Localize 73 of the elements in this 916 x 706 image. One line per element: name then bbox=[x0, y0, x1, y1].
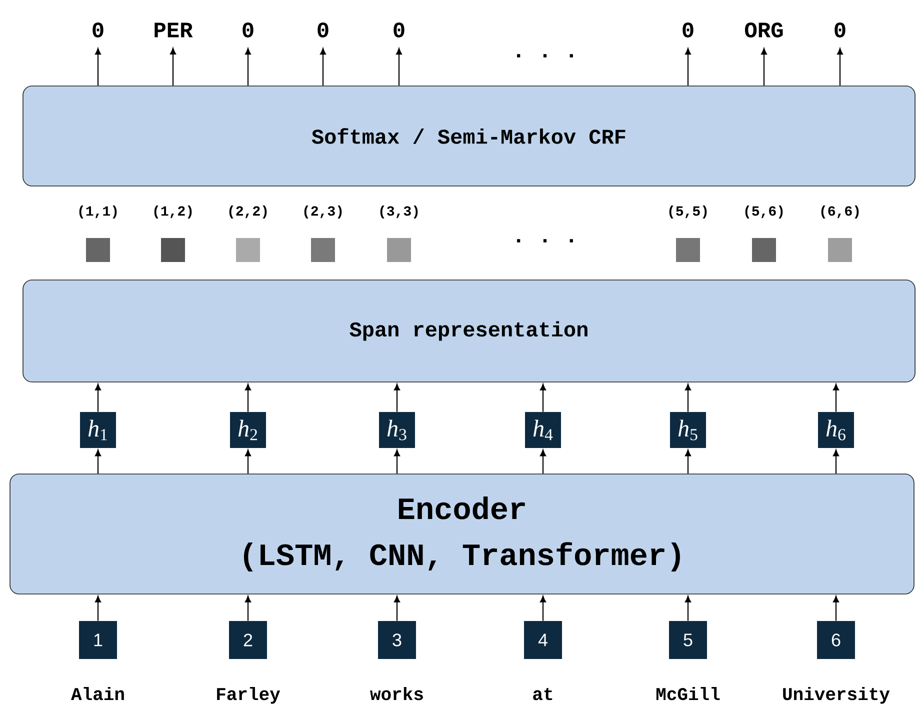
hidden-state-box: h$_{1}$ bbox=[80, 412, 116, 448]
arrow bbox=[685, 596, 692, 621]
span-square bbox=[676, 238, 700, 262]
span-square bbox=[161, 238, 185, 262]
encoder-box: Encoder (LSTM, CNN, Transformer) bbox=[10, 474, 914, 594]
ellipsis: · · · bbox=[517, 239, 573, 242]
span-square bbox=[86, 238, 110, 262]
token-box: 6 bbox=[817, 621, 855, 659]
arrow bbox=[833, 384, 840, 412]
arrow bbox=[540, 596, 546, 621]
arrow bbox=[95, 48, 102, 86]
word-label: Alain bbox=[71, 686, 124, 700]
output-tag: ORG bbox=[744, 22, 783, 38]
arrow bbox=[394, 384, 400, 412]
arrow bbox=[685, 48, 692, 86]
arrow bbox=[396, 48, 402, 86]
arrow bbox=[394, 450, 400, 474]
arrow bbox=[837, 48, 844, 86]
hidden-state-box: h$_{3}$ bbox=[379, 412, 415, 448]
token-box: 3 bbox=[378, 621, 416, 659]
span-square bbox=[311, 238, 335, 262]
span-label: (6,6) bbox=[821, 205, 859, 219]
hidden-state-box: h$_{5}$ bbox=[670, 412, 706, 448]
arrow bbox=[95, 450, 102, 474]
layer-box: Span representation bbox=[22, 280, 916, 382]
arrow bbox=[170, 48, 176, 86]
arrow bbox=[95, 596, 102, 621]
output-tag: 0 bbox=[318, 22, 328, 38]
output-tag: 0 bbox=[394, 22, 404, 38]
span-label: (5,5) bbox=[669, 205, 707, 219]
span-label: (2,3) bbox=[304, 205, 342, 219]
arrow bbox=[245, 596, 252, 621]
output-tag: 0 bbox=[682, 22, 694, 38]
arrow bbox=[540, 450, 546, 474]
span-label: (2,2) bbox=[229, 205, 267, 219]
span-label: (5,6) bbox=[745, 205, 783, 219]
output-tag: 0 bbox=[242, 22, 254, 38]
token-box: 5 bbox=[669, 621, 707, 659]
arrow bbox=[833, 596, 840, 621]
token-box: 4 bbox=[524, 621, 562, 659]
word-label: works bbox=[370, 686, 423, 700]
span-square bbox=[236, 238, 260, 262]
span-square bbox=[387, 238, 411, 262]
word-label: McGill bbox=[656, 686, 720, 700]
hidden-state-box: h$_{4}$ bbox=[525, 412, 561, 448]
token-box: 1 bbox=[79, 621, 117, 659]
span-label: (3,3) bbox=[380, 205, 418, 219]
word-label: Farley bbox=[217, 686, 280, 704]
hidden-state-box: h$_{2}$ bbox=[230, 412, 266, 448]
arrow bbox=[320, 48, 326, 86]
hidden-state-box: h$_{6}$ bbox=[818, 412, 854, 448]
output-tag: 0 bbox=[834, 22, 846, 38]
arrow bbox=[685, 384, 692, 412]
word-label: University bbox=[783, 686, 890, 704]
arrow bbox=[540, 384, 546, 412]
span-label: (1,2) bbox=[154, 205, 192, 219]
ellipsis: · · · bbox=[517, 54, 573, 58]
span-square bbox=[752, 238, 776, 262]
arrow bbox=[95, 384, 102, 412]
arrow bbox=[245, 384, 252, 412]
span-label: (1,1) bbox=[79, 205, 117, 219]
arrow bbox=[394, 596, 400, 621]
output-tag: 0 bbox=[92, 22, 104, 38]
token-box: 2 bbox=[229, 621, 267, 659]
arrow bbox=[245, 450, 252, 474]
output-tag: PER bbox=[154, 22, 193, 38]
span-square bbox=[828, 238, 852, 262]
word-label: at bbox=[533, 688, 552, 700]
arrow bbox=[761, 48, 767, 86]
arrow bbox=[833, 450, 840, 474]
layer-box: Softmax / Semi-Markov CRF bbox=[22, 86, 916, 186]
arrow bbox=[685, 450, 692, 474]
arrow bbox=[245, 48, 252, 86]
